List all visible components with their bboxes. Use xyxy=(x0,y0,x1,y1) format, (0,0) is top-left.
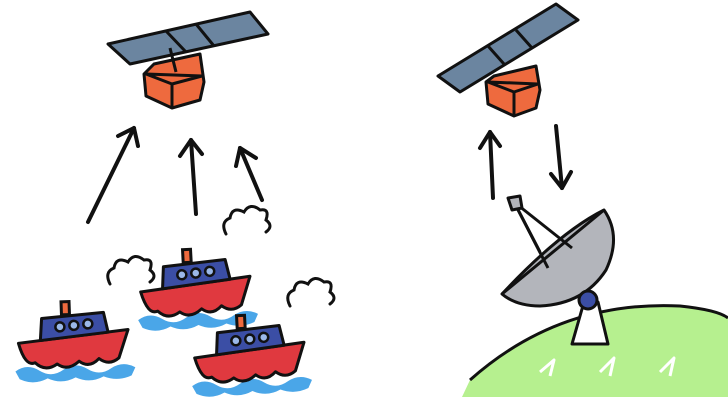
arrow-up-icon xyxy=(234,146,264,202)
arrow-down-icon xyxy=(549,124,573,190)
left-scene xyxy=(11,10,336,397)
arrow-up-icon xyxy=(86,126,140,224)
ship-icon xyxy=(11,297,138,385)
ground xyxy=(462,304,728,397)
smoke-icon xyxy=(286,276,336,308)
satellite-icon xyxy=(106,10,270,110)
arrow-up-icon xyxy=(478,130,502,200)
satellite-dish-icon xyxy=(500,194,616,346)
right-scene xyxy=(436,2,728,397)
smoke-icon xyxy=(222,204,272,236)
smoke-icon xyxy=(106,254,156,286)
arrow-up-icon xyxy=(178,138,204,216)
satellite-icon xyxy=(436,2,580,118)
